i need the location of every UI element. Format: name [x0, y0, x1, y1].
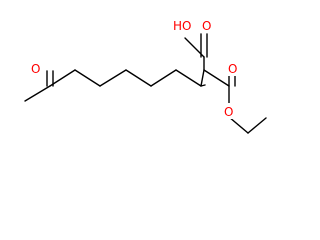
ketone-oxygen-label: O: [31, 62, 40, 76]
bond-ethyl: [247, 117, 267, 134]
bond-chain: [150, 69, 177, 87]
bond-chain: [125, 69, 152, 87]
acid-carbonyl-oxygen-label: O: [202, 19, 211, 33]
ester-oxygen-label: O: [224, 105, 233, 119]
bond-ch-ester: [203, 69, 230, 87]
hydroxyl-label: HO: [173, 19, 191, 33]
bond-carbonyl-c2: [49, 69, 76, 87]
bond-chain: [99, 69, 127, 87]
bond-methyl-carbonyl: [24, 85, 51, 102]
bond-chain: [74, 69, 101, 87]
atom-labels: HO O O O O: [30, 17, 239, 119]
carbon-skeleton: [24, 33, 267, 134]
bond-ch-chain: [200, 69, 205, 87]
bond-o-ethyl: [228, 116, 249, 134]
ester-carbonyl-oxygen-label: O: [228, 62, 237, 76]
chemical-structure: HO O O O O: [24, 17, 267, 134]
bond-chain: [175, 69, 202, 87]
